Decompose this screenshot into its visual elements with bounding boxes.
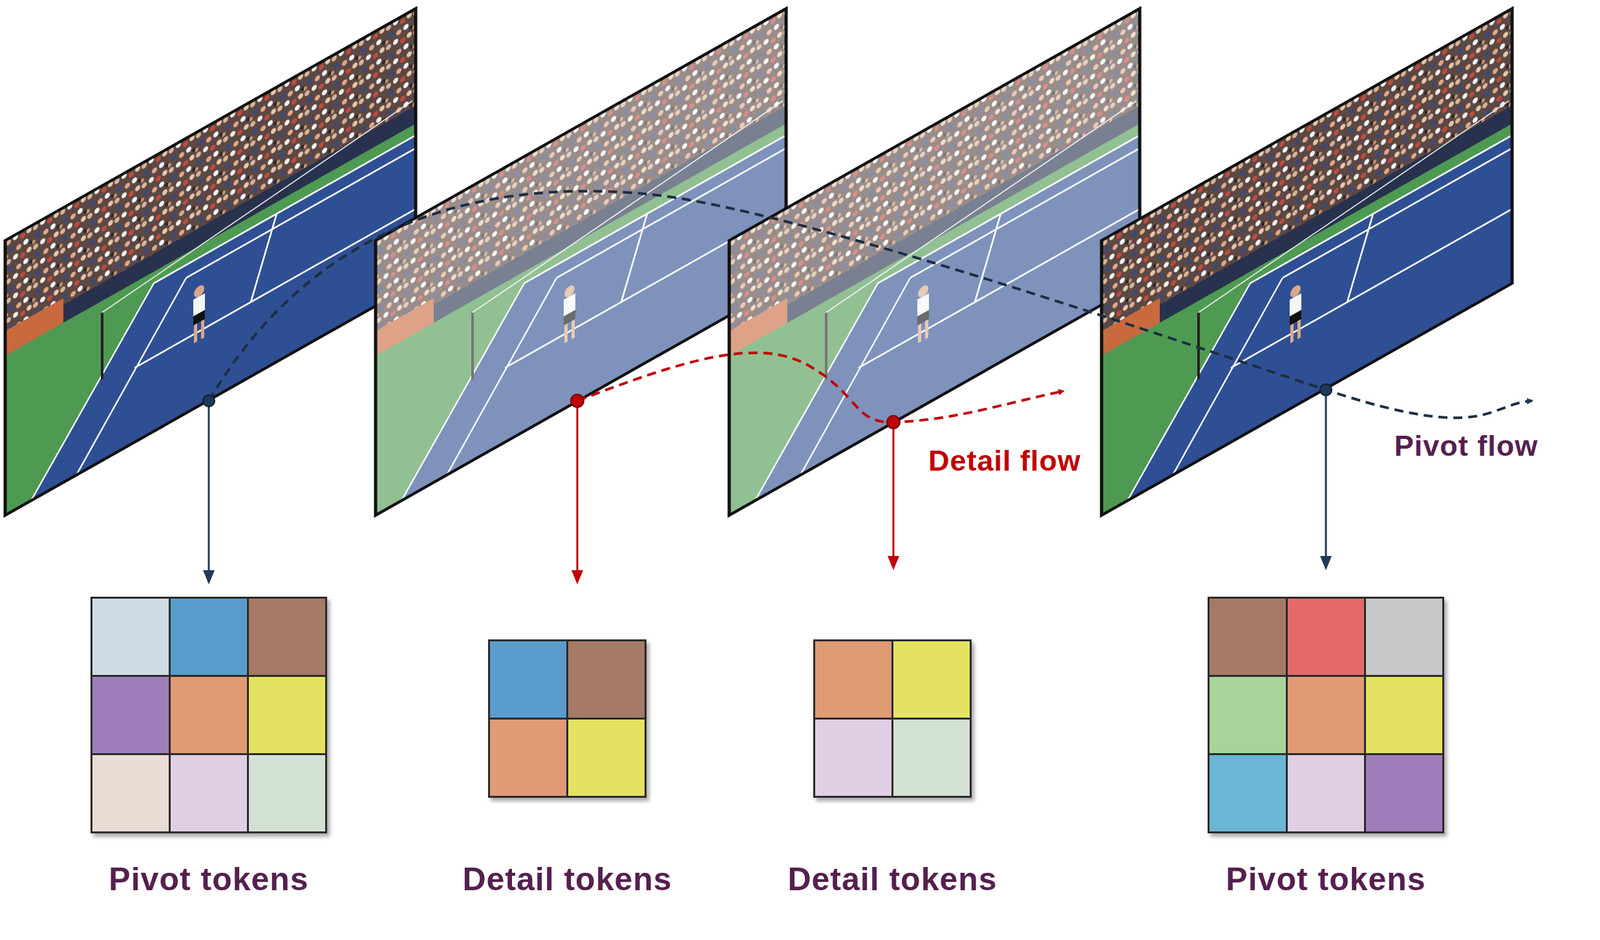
token-cell — [1209, 676, 1286, 754]
token-grid-cells — [488, 639, 647, 798]
token-cell — [248, 598, 326, 675]
flow-dot — [1320, 384, 1332, 396]
token-cell — [815, 719, 892, 796]
flow-dot — [570, 394, 584, 408]
token-cell — [248, 755, 326, 832]
token-cell — [893, 719, 970, 796]
token-cell — [1365, 598, 1443, 675]
pivot-arrow — [1325, 389, 1328, 568]
token-cell — [1287, 598, 1365, 675]
token-grid-cells — [90, 596, 328, 834]
token-cell — [815, 641, 892, 718]
pivot-arrow — [208, 400, 211, 582]
token-grid: Pivot tokens — [1207, 596, 1445, 834]
token-cell — [248, 676, 326, 754]
token-cell — [92, 598, 169, 675]
token-cell — [1209, 755, 1286, 832]
flow-dot — [202, 394, 215, 407]
pivot-flow-label: Pivot flow — [1394, 429, 1539, 463]
token-cell — [568, 641, 645, 718]
token-heading: Pivot tokens — [1225, 860, 1426, 898]
pivot-flow-curve — [208, 191, 1533, 419]
token-cell — [1365, 676, 1443, 754]
video-frame — [5, 8, 416, 516]
token-cell — [490, 641, 567, 718]
detail-flow-label: Detail flow — [928, 444, 1081, 478]
token-grid: Detail tokens — [488, 639, 647, 798]
token-cell — [1365, 755, 1443, 832]
token-heading: Pivot tokens — [108, 860, 309, 898]
token-cell — [568, 719, 645, 796]
token-cell — [1287, 755, 1365, 832]
token-cell — [92, 755, 169, 832]
detail-arrow — [576, 400, 579, 582]
token-cell — [1209, 598, 1286, 675]
token-heading: Detail tokens — [787, 860, 997, 898]
token-cell — [170, 598, 247, 675]
token-cell — [170, 676, 247, 754]
token-grid: Pivot tokens — [90, 596, 328, 834]
token-cell — [170, 755, 247, 832]
token-cell — [1287, 676, 1365, 754]
token-cell — [92, 676, 169, 754]
token-heading: Detail tokens — [462, 860, 672, 898]
token-cell — [490, 719, 567, 796]
detail-arrow — [892, 422, 895, 568]
flow-dot — [886, 415, 900, 429]
token-cell — [893, 641, 970, 718]
token-grid-cells — [813, 639, 972, 798]
video-frame — [375, 8, 787, 516]
token-grid: Detail tokens — [813, 639, 972, 798]
detail-flow-curve — [577, 352, 1064, 423]
token-grid-cells — [1207, 596, 1445, 834]
